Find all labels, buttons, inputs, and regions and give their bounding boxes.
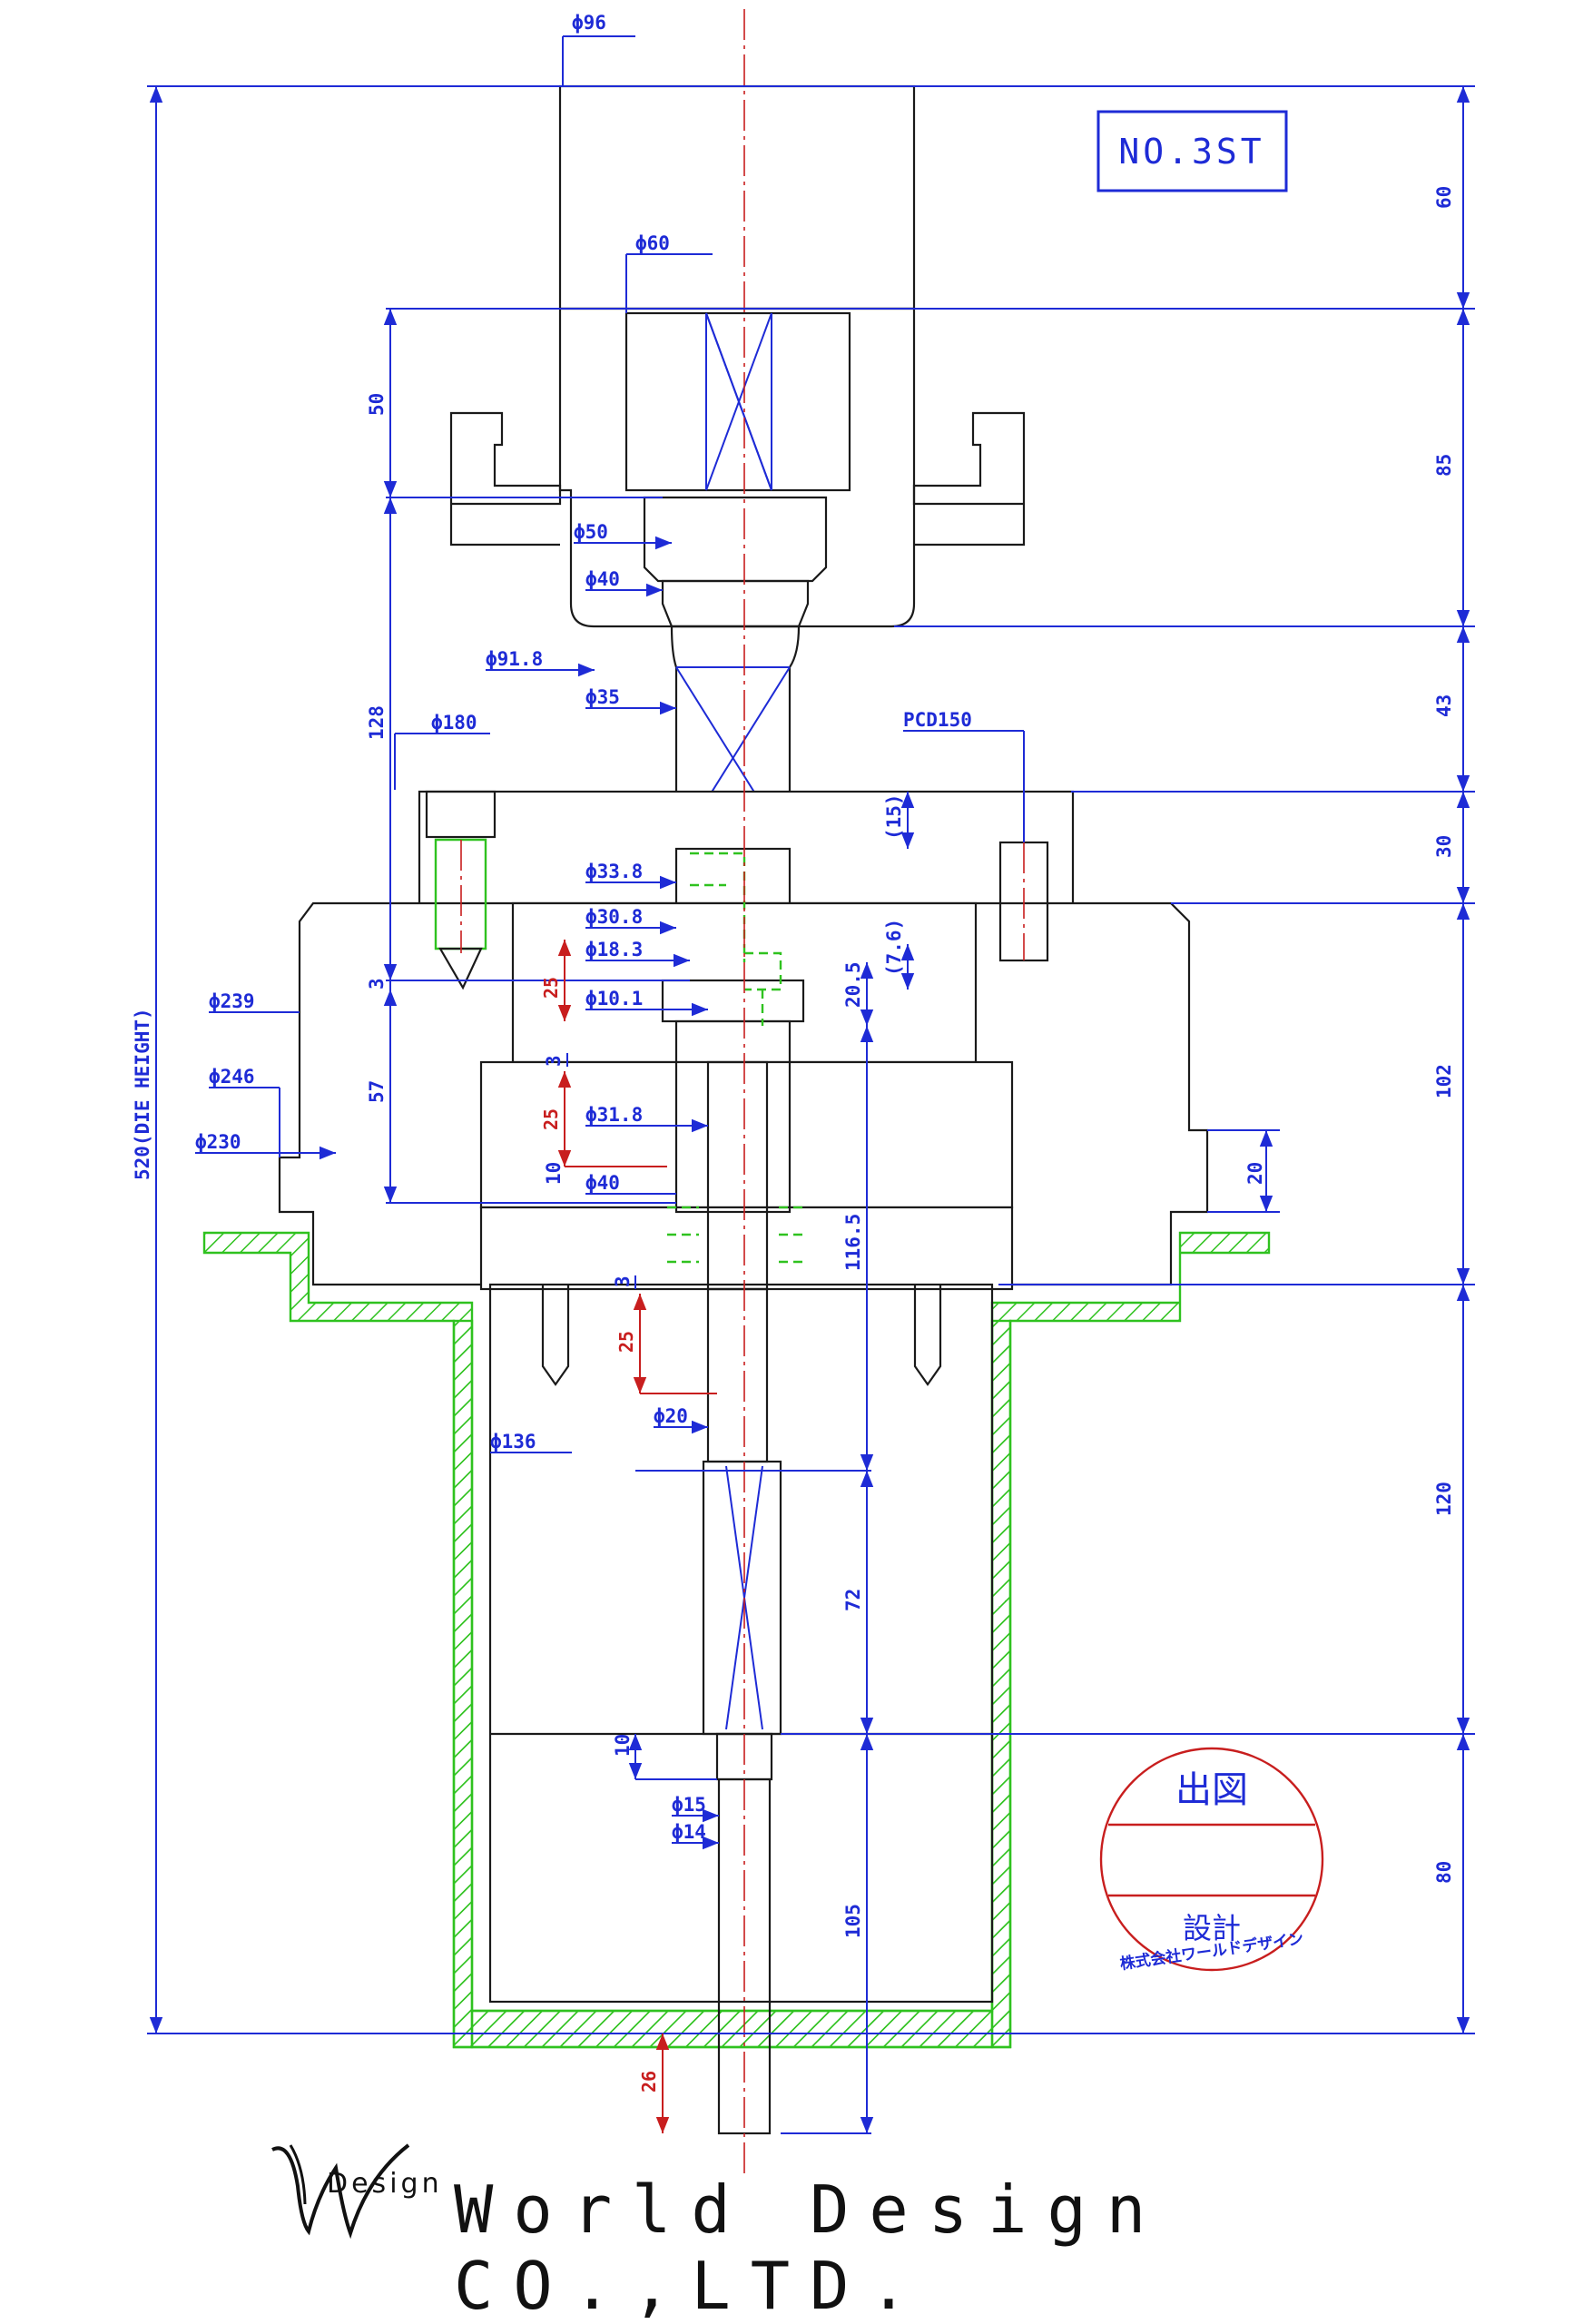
dim-r25b: 25: [540, 1108, 562, 1130]
dim-v60: 60: [1433, 186, 1455, 209]
part-outlines: [278, 84, 1209, 2135]
dim-d91-8: ϕ91.8: [486, 648, 543, 670]
left-clamp: [449, 411, 562, 547]
dim-v10: 10: [543, 1162, 565, 1185]
dim-d239: ϕ239: [209, 990, 255, 1012]
dim-v3c: 3: [612, 1275, 634, 1287]
dim-d50: ϕ50: [574, 521, 608, 543]
dim-d31-8: ϕ31.8: [585, 1104, 643, 1126]
dim-v3a: 3: [366, 978, 388, 990]
dim-d35: ϕ35: [585, 686, 620, 708]
dim-v102: 102: [1433, 1064, 1455, 1098]
dim-p15: (15): [883, 793, 905, 840]
dim-d230: ϕ230: [195, 1131, 241, 1153]
dim-d18-3: ϕ18.3: [585, 939, 643, 960]
dim-r26: 26: [638, 2071, 660, 2093]
dim-d15: ϕ15: [672, 1794, 706, 1816]
dim-d180: ϕ180: [431, 712, 477, 734]
red-dimensions: [557, 940, 717, 2133]
right-clamp: [912, 411, 1026, 547]
dim-v20r: 20: [1244, 1162, 1266, 1185]
world-design-logo-icon: [271, 2143, 410, 2240]
dim-v72: 72: [842, 1589, 864, 1611]
dim-v50: 50: [366, 393, 388, 416]
dim-d10-1: ϕ10.1: [585, 988, 643, 1009]
dim-r25c: 25: [615, 1331, 637, 1353]
dim-d30-8: ϕ30.8: [585, 906, 643, 928]
dim-v10b: 10: [612, 1734, 634, 1757]
die-insert-lower: [479, 1206, 1014, 1291]
dim-d246: ϕ246: [209, 1066, 255, 1088]
dim-v128: 128: [366, 705, 388, 740]
collar: [643, 496, 828, 583]
station-label: NO.3ST: [1118, 132, 1264, 172]
stamp-top: 出図: [1175, 1769, 1248, 1811]
dim-v30: 30: [1433, 835, 1455, 858]
dim-v57: 57: [366, 1080, 388, 1103]
logo-subtext: Design: [327, 2168, 443, 2200]
approval-stamp: 出図 設計 株式会社ワールドデザイン: [1099, 1747, 1324, 1974]
dim-v20-5: 20.5: [842, 961, 864, 1008]
holder-hatched-section: [202, 1231, 1271, 2049]
dim-d136: ϕ136: [490, 1431, 536, 1452]
die-insert-upper: [479, 1060, 1014, 1209]
dim-v80: 80: [1433, 1861, 1455, 1884]
dim-d20: ϕ20: [654, 1405, 688, 1427]
dim-d96: ϕ96: [572, 12, 606, 34]
dim-v3b: 3: [543, 1055, 565, 1067]
station-box: [1096, 110, 1288, 192]
dim-d33-8: ϕ33.8: [585, 861, 643, 882]
hex-nut: [624, 311, 851, 492]
dim-die-height: 520(DIE HEIGHT): [132, 1008, 153, 1180]
dimension-lines: [147, 35, 1475, 2134]
dim-v85: 85: [1433, 454, 1455, 477]
dim-pcd: PCD150: [903, 709, 972, 731]
ejector-guide: [702, 1460, 782, 1736]
dim-v43: 43: [1433, 694, 1455, 717]
cap-screw: [434, 838, 487, 950]
dim-d40b: ϕ40: [585, 1172, 620, 1194]
dim-v116-5: 116.5: [842, 1214, 864, 1271]
dim-v105: 105: [842, 1904, 864, 1938]
dim-d14: ϕ14: [672, 1821, 706, 1843]
dim-r25a: 25: [540, 977, 562, 999]
stamp-middle: 設計: [1183, 1911, 1241, 1945]
dimension-texts: ϕ96 ϕ60 ϕ50 ϕ40 ϕ91.8 ϕ35 ϕ180 PCD150 ϕ3…: [132, 12, 1455, 2093]
top-block: [558, 84, 916, 310]
dim-p7-6: (7.6): [883, 919, 905, 976]
company-name: World Design CO.,LTD.: [454, 2171, 1166, 2324]
die-assembly-drawing: NO.3ST ϕ96 ϕ60 ϕ50 ϕ40 ϕ91.8 ϕ35 ϕ180 PC…: [132, 9, 1475, 2179]
dim-d40a: ϕ40: [585, 568, 620, 590]
dim-d60: ϕ60: [635, 232, 670, 254]
dim-v120: 120: [1433, 1482, 1455, 1516]
lower-bolt-left: [541, 1285, 570, 1386]
lower-bolt-right: [913, 1285, 942, 1386]
